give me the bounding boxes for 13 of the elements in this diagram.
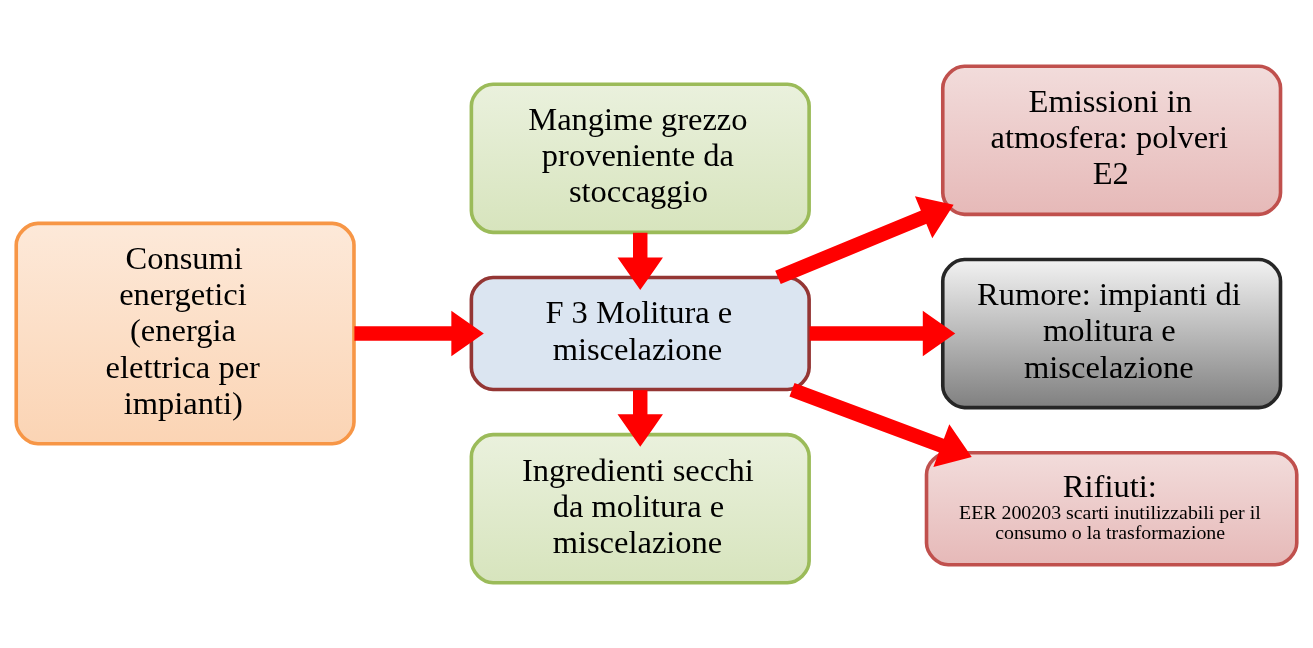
node-box: Mangime grezzo proveniente da stoccaggio xyxy=(469,82,811,234)
arrow xyxy=(809,310,956,356)
node-box: F 3 Molitura e miscelazione xyxy=(469,275,811,391)
node-box: Rifiuti: EER 200203 scarti inutilizzabili per il consumo o la trasformazione xyxy=(924,450,1299,566)
node-box: Consumi energetici (energia elettrica per impianti) xyxy=(14,221,356,445)
arrow xyxy=(354,310,484,356)
node-box: Rumore: impianti di molitura e miscelazione xyxy=(940,257,1283,409)
arrow xyxy=(789,382,972,467)
arrow xyxy=(775,195,954,284)
arrow xyxy=(617,389,663,447)
node-box: Emissioni in atmosfera: polveri E2 xyxy=(940,63,1283,216)
node-box: Ingredienti secchi da molitura e miscelazione xyxy=(469,432,811,585)
arrow xyxy=(617,232,663,290)
